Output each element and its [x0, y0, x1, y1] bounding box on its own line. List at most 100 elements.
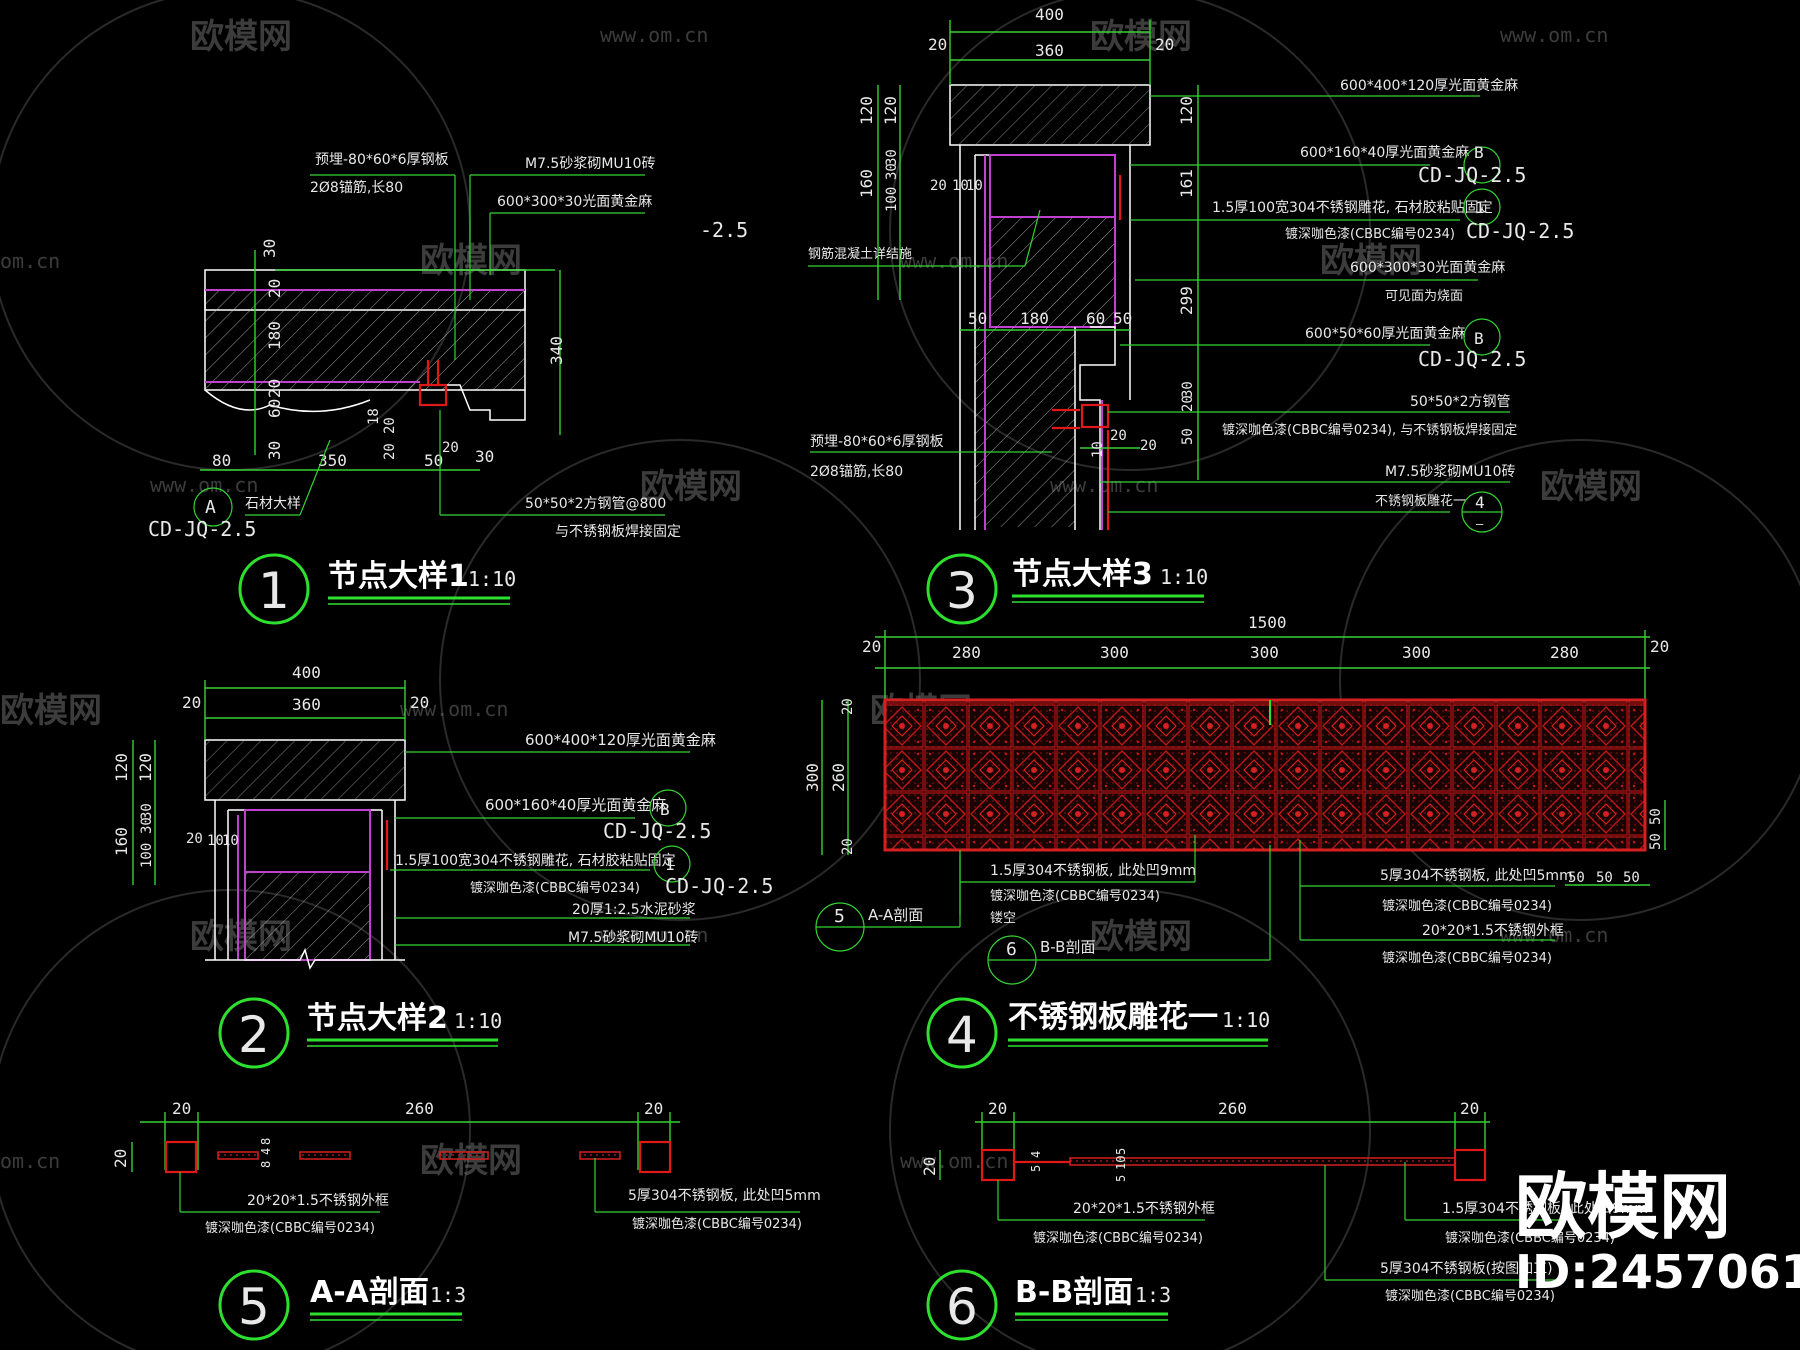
- watermark-brand: 欧模网: [1090, 17, 1192, 57]
- steel-plate-segment: [299, 1151, 351, 1160]
- frame-tube: [638, 1140, 672, 1174]
- dim-text: 50: [1568, 870, 1585, 886]
- detail-scale: 1:10: [454, 1009, 502, 1033]
- watermark-url: www.om.cn: [150, 473, 258, 497]
- ref-code: CD-JQ-2.5: [1418, 163, 1526, 187]
- note-text: 600*400*120厚光面黄金麻: [525, 731, 716, 749]
- embedded-plate: [1052, 408, 1080, 430]
- dim-text: 10: [222, 833, 239, 849]
- dim-text: 160: [112, 827, 131, 856]
- dim-text: 400: [292, 663, 321, 682]
- note-text: 可见面为烧面: [1385, 289, 1463, 304]
- note-text: 600*300*30光面黄金麻: [1350, 259, 1505, 276]
- dim-text: 280: [1550, 643, 1579, 662]
- note-text: 预埋-80*60*6厚钢板: [315, 152, 449, 168]
- dim-text: 180: [265, 321, 284, 350]
- detail-number-circle: [926, 1269, 998, 1341]
- detail-number: 4: [946, 1006, 978, 1064]
- note-text: 镂空: [990, 911, 1016, 926]
- dim-text: 120: [857, 96, 876, 125]
- dim-text: 1500: [1248, 613, 1287, 632]
- dim-text: 30: [265, 441, 284, 460]
- detail-3: 400 20 360 20 120 120 120 160 30 30 100 …: [808, 5, 1574, 625]
- dim-text: 20: [1650, 637, 1669, 656]
- dim-text: 400: [1035, 5, 1064, 24]
- watermark-brand: 欧模网: [1540, 467, 1642, 507]
- inner-panel: [244, 809, 371, 873]
- watermark-url: www.om.cn: [400, 697, 508, 721]
- watermark-brand: 欧模网: [420, 1141, 522, 1181]
- note-text: 2Ø8锚筋,长80: [310, 179, 403, 196]
- dim-text: 260: [405, 1099, 434, 1118]
- watermark-url: www.om.cn: [1500, 923, 1608, 947]
- detail-title: 不锈钢板雕花一: [1008, 1000, 1218, 1035]
- note-text: 镀深咖色漆(CBBC编号0234): [1385, 1288, 1555, 1304]
- frame-tube: [164, 1140, 198, 1174]
- ref-letter: B: [1474, 143, 1484, 162]
- dim-text: 80: [212, 451, 231, 470]
- ref-bubble: [1463, 318, 1501, 356]
- note-text: 镀深咖色漆(CBBC编号0234): [1033, 1230, 1203, 1246]
- dim-text: 20: [1460, 1099, 1479, 1118]
- ref-letter: 1: [665, 855, 675, 874]
- note-text: 5厚304不锈钢板, 此处凹5mm: [1380, 868, 1573, 884]
- watermark-url: www.om.cn: [1500, 23, 1608, 47]
- ref-letter: 1: [1475, 198, 1485, 217]
- note-text: 5厚304不锈钢板(按图加工): [1380, 1261, 1553, 1277]
- ref-letter: A: [205, 497, 216, 518]
- detail-2: 400 360 20 20 120 120 160 30 30 100 20 1…: [112, 663, 773, 1069]
- dim-text: 20: [382, 417, 398, 434]
- note-text: 与不锈钢板焊接固定: [555, 523, 681, 540]
- watermark-url: om.cn: [0, 249, 60, 273]
- dim-text: 360: [292, 695, 321, 714]
- dim-text: 160: [857, 169, 876, 198]
- dim-text: 30: [139, 817, 155, 834]
- ref-code: CD-JQ-2.5: [1466, 219, 1574, 243]
- note-text: 镀深咖色漆(CBBC编号0234), 与不锈钢板焊接固定: [1222, 422, 1517, 438]
- dim-text: 20: [840, 838, 856, 855]
- dim-text: 20: [186, 831, 203, 847]
- dim-text: 20: [930, 178, 947, 194]
- detail-number-circle: [218, 997, 290, 1069]
- stone-profile: [227, 810, 383, 960]
- dim-text: 161: [1177, 169, 1196, 198]
- frame-tube: [1453, 1148, 1487, 1182]
- embedded-plate: [426, 360, 440, 385]
- dim-text: 60: [1086, 309, 1105, 328]
- detail-5: 20 260 20 20 8 4 8 20*20*1.5不锈钢外框 镀深咖色漆(…: [111, 1099, 821, 1341]
- dim-text: 260: [1218, 1099, 1247, 1118]
- note-text: 2Ø8锚筋,长80: [810, 463, 903, 480]
- dim-text: 10: [952, 178, 969, 194]
- dim-text: 20: [111, 1149, 130, 1168]
- dim-text: 10: [966, 178, 983, 194]
- dim-text: 20: [840, 698, 856, 715]
- detail-number: 3: [946, 562, 978, 620]
- watermark-brand: 欧模网: [0, 691, 102, 731]
- dim-text: 20: [1180, 395, 1196, 412]
- dim-text: 300: [803, 763, 822, 792]
- note-text: 石材大样: [245, 496, 301, 512]
- dim-text: 300: [1100, 643, 1129, 662]
- note-text: 预埋-80*60*6厚钢板: [810, 434, 944, 450]
- leader-line: [1024, 209, 1041, 267]
- section-label: B-B剖面: [1040, 938, 1095, 956]
- dim-text: 180: [1020, 309, 1049, 328]
- note-text: 1.5厚100宽304不锈钢雕花, 石材胶粘贴固定: [395, 852, 676, 869]
- dim-text: 18: [366, 408, 382, 425]
- dim-text: 50: [424, 451, 443, 470]
- note-text: 镀深咖色漆(CBBC编号0234): [632, 1216, 802, 1232]
- dim-text: 20: [442, 440, 459, 456]
- dim-text: 50: [1648, 808, 1664, 825]
- detail-title: 节点大样3: [1012, 557, 1153, 592]
- detail-number: 2: [238, 1006, 270, 1064]
- note-text: 镀深咖色漆(CBBC编号0234): [1382, 950, 1552, 966]
- dim-text: 120: [136, 753, 155, 782]
- dim-text: 280: [952, 643, 981, 662]
- watermark-brand: 欧模网: [420, 241, 522, 281]
- note-text: 镀深咖色漆(CBBC编号0234): [990, 888, 1160, 904]
- watermark-brand: 欧模网: [1090, 917, 1192, 957]
- note-text: 钢筋混凝土详结施: [808, 246, 912, 262]
- dim-text: 20: [265, 279, 284, 298]
- note-text: 20厚1:2.5水泥砂浆: [572, 902, 696, 918]
